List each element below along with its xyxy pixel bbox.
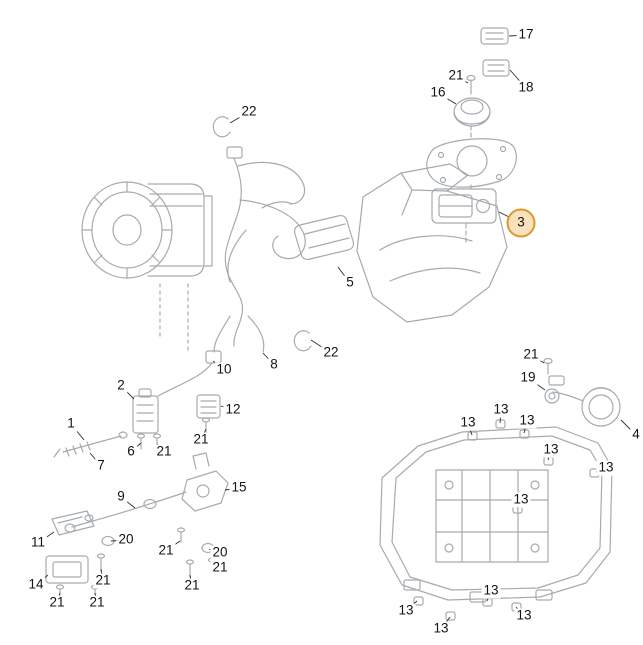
engine-assembly-drawing — [81, 181, 213, 351]
part-callout-13[interactable]: 13 — [481, 582, 501, 599]
part-callout-13[interactable]: 13 — [458, 414, 478, 431]
part-callout-21[interactable]: 21 — [191, 431, 211, 448]
part-callout-6[interactable]: 6 — [125, 443, 137, 460]
part-callout-1[interactable]: 1 — [65, 415, 77, 432]
part-callout-13[interactable]: 13 — [517, 412, 537, 429]
part-callout-20[interactable]: 20 — [210, 544, 230, 561]
part-callout-13[interactable]: 13 — [511, 491, 531, 508]
part-callout-8[interactable]: 8 — [268, 356, 280, 373]
part-callout-4[interactable]: 4 — [630, 426, 642, 443]
part-callout-13[interactable]: 13 — [541, 441, 561, 458]
part-callout-17[interactable]: 17 — [516, 26, 536, 43]
part-callout-21[interactable]: 21 — [521, 346, 541, 363]
part-callout-16[interactable]: 16 — [428, 84, 448, 101]
chassis-drawing — [379, 419, 613, 621]
part-callout-11[interactable]: 11 — [28, 534, 48, 551]
part-callout-20[interactable]: 20 — [116, 531, 136, 548]
part-callout-13[interactable]: 13 — [596, 459, 616, 476]
mower-body-drawing — [356, 163, 508, 323]
part-callout-21[interactable]: 21 — [182, 577, 202, 594]
part-callout-22[interactable]: 22 — [239, 103, 259, 120]
part-callout-12[interactable]: 12 — [223, 401, 243, 418]
part-callout-21[interactable]: 21 — [446, 67, 466, 84]
part-callout-21[interactable]: 21 — [210, 559, 230, 576]
part-callout-18[interactable]: 18 — [516, 79, 536, 96]
retaining-clips-drawing — [212, 116, 312, 352]
part-callout-3[interactable]: 3 — [506, 208, 536, 238]
part-callout-2[interactable]: 2 — [115, 377, 127, 394]
part-callout-13[interactable]: 13 — [491, 401, 511, 418]
part-callout-21[interactable]: 21 — [154, 443, 174, 460]
part-callout-21[interactable]: 21 — [47, 594, 67, 611]
part-callout-13[interactable]: 13 — [514, 607, 534, 624]
wiring-harness-drawing — [157, 146, 355, 397]
part-callout-21[interactable]: 21 — [156, 542, 176, 559]
drive-motor-drawing — [543, 357, 621, 427]
part-callout-19[interactable]: 19 — [518, 369, 538, 386]
part-callout-14[interactable]: 14 — [26, 576, 46, 593]
part-callout-13[interactable]: 13 — [431, 620, 451, 637]
part-callout-9[interactable]: 9 — [115, 488, 127, 505]
part-callout-21[interactable]: 21 — [93, 572, 113, 589]
control-module-area-drawing — [426, 27, 517, 243]
part-callout-21[interactable]: 21 — [87, 594, 107, 611]
part-callout-10[interactable]: 10 — [214, 361, 234, 378]
part-callout-5[interactable]: 5 — [344, 274, 356, 291]
part-callout-22[interactable]: 22 — [321, 344, 341, 361]
part-callout-15[interactable]: 15 — [229, 479, 249, 496]
part-callout-13[interactable]: 13 — [396, 602, 416, 619]
part-callout-7[interactable]: 7 — [95, 457, 107, 474]
